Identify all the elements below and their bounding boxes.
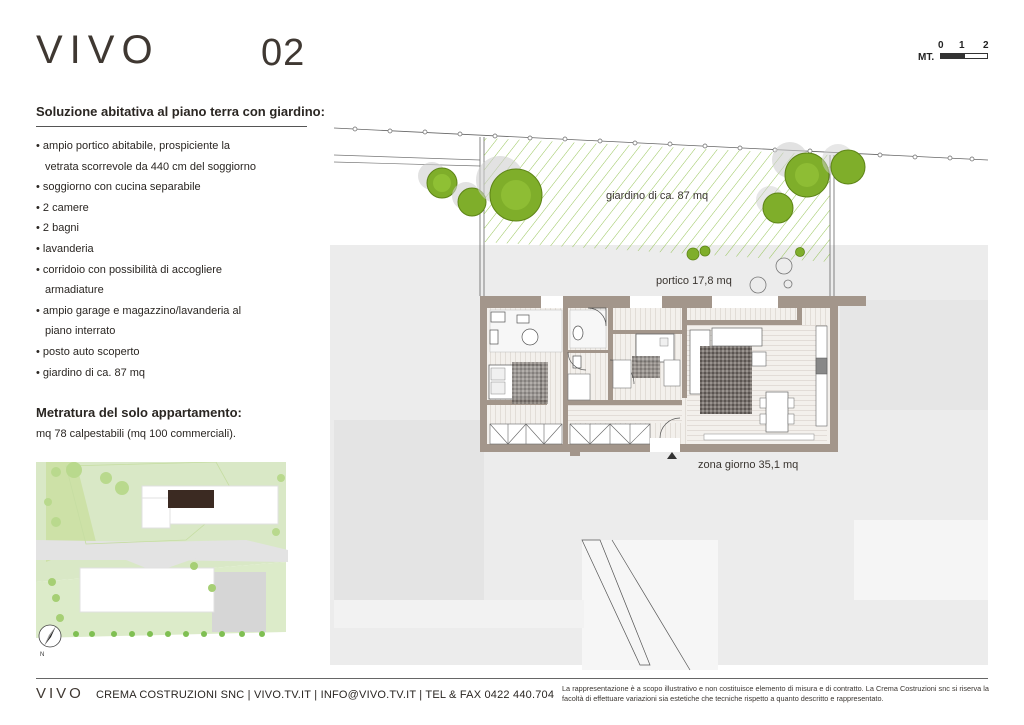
tree-icon [772,142,830,198]
footer-contacts: CREMA COSTRUZIONI SNC | VIVO.TV.IT | INF… [96,689,555,701]
section-heading: Soluzione abitativa al piano terra con g… [36,104,325,119]
feature-item-continuation: piano interrato [45,325,116,338]
footer-brand: VIVO [36,685,84,702]
kitchen-counter [815,325,828,427]
portico-label: portico 17,8 mq [656,275,732,287]
feature-item: • corridoio con possibilità di accoglier… [36,263,223,276]
scale-tick-label: 1 [959,40,965,51]
feature-item-continuation: vetrata scorrevole da 440 cm del soggior… [45,160,256,173]
feature-item: • ampio garage e magazzino/lavanderia al [36,304,242,317]
metratura-text: mq 78 calpestabili (mq 100 commerciali). [36,428,236,440]
tree-icon [756,186,794,224]
feature-item: • lavanderia [36,242,94,255]
scale-unit-label: MT. [918,52,935,63]
floor-plan [330,126,989,671]
legal-disclaimer: La rappresentazione è a scopo illustrati… [562,684,989,703]
scale-segment-dark [940,53,964,59]
bathroom-fixtures [489,311,584,369]
compass-icon [38,624,62,648]
highlighted-unit [168,490,214,508]
site-plan-map: N [36,462,288,658]
heading-divider [36,126,307,127]
feature-item-continuation: armadiature [45,284,104,297]
garden-area [484,138,830,262]
unit-number: 02 [261,32,306,74]
outdoor-chairs-icon [749,257,793,294]
tree-icon [822,144,866,185]
brand-logo: VIVO [36,28,160,72]
feature-item: • giardino di ca. 87 mq [36,366,146,379]
feature-item: • 2 bagni [36,222,79,235]
feature-item: • 2 camere [36,201,89,214]
scale-tick-label: 2 [983,40,989,51]
tree-icon [418,162,458,199]
scale-segment-light [964,53,988,59]
feature-item: • ampio portico abitabile, prospiciente … [36,140,231,152]
tree-icon [476,156,543,222]
living-zone-label: zona giorno 35,1 mq [698,459,799,471]
metratura-title: Metratura del solo appartamento: [36,405,242,420]
garden-label: giardino di ca. 87 mq [606,190,709,202]
dining-table-icon [765,391,789,433]
feature-list: • ampio portico abitabile, prospiciente … [36,136,306,383]
feature-item: • soggiorno con cucina separabile [36,181,201,194]
north-label: N [40,652,44,658]
tree-icon [452,182,487,217]
scale-bar: MT. 0 1 2 [916,40,996,70]
entrance-arrow-icon [667,452,677,459]
rug-icon [700,346,752,414]
footer-divider [36,678,988,679]
feature-item: • posto auto scoperto [36,345,140,358]
wardrobes [489,423,651,445]
scale-tick-label: 0 [938,40,944,51]
